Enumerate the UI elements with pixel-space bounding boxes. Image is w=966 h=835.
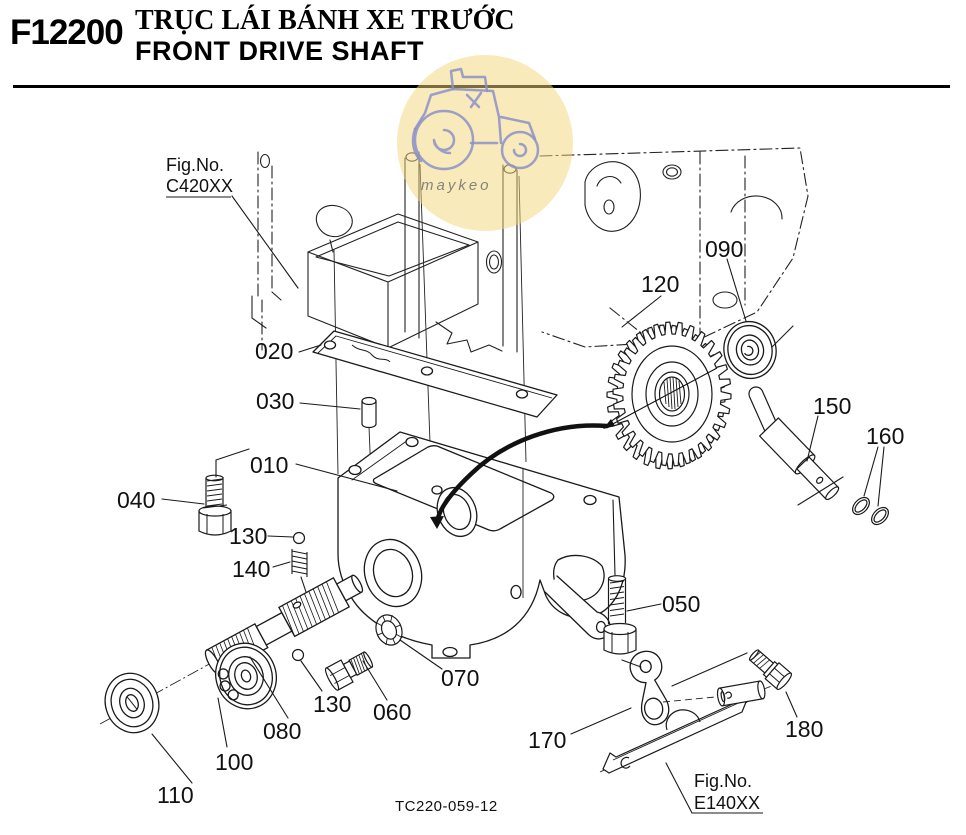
callout-170: 170	[528, 727, 566, 753]
part-bearing-090	[723, 320, 777, 380]
callout-070: 070	[441, 665, 479, 691]
fig-ref-c420xx-line2: C420XX	[166, 176, 233, 196]
page-code: F12200	[10, 13, 124, 52]
watermark-text: maykeo	[421, 177, 492, 194]
part-washer-070	[375, 614, 403, 646]
part-bolt-040	[198, 474, 232, 536]
ref-lever-e140xx	[599, 696, 759, 774]
part-bearing-100	[215, 642, 277, 710]
part-crank-150	[748, 386, 840, 501]
callout-020: 020	[255, 338, 293, 364]
fig-ref-e140xx-line1: Fig.No.	[694, 771, 752, 791]
callout-110: 110	[157, 782, 194, 808]
fig-ref-e140xx-line2: E140XX	[694, 793, 760, 813]
part-bracket-170	[629, 650, 670, 726]
callout-160: 160	[866, 423, 904, 449]
part-pin-030	[361, 396, 377, 429]
part-ball-130a	[292, 531, 306, 545]
assembly-arrow	[430, 423, 610, 529]
callout-140: 140	[232, 556, 270, 582]
gear-axis-arrow	[603, 367, 718, 429]
callout-100: 100	[215, 749, 253, 775]
part-plug-060	[324, 651, 374, 691]
callout-010: 010	[250, 452, 288, 478]
callout-060: 060	[373, 699, 411, 725]
title-vietnamese: TRỤC LÁI BÁNH XE TRƯỚC	[135, 5, 515, 36]
callout-050: 050	[662, 591, 700, 617]
part-orings-160	[852, 496, 889, 526]
title-english: FRONT DRIVE SHAFT	[135, 36, 424, 66]
callout-090: 090	[705, 236, 743, 262]
part-bolt-180	[748, 649, 793, 691]
leader-lines	[151, 195, 885, 814]
watermark: maykeo	[397, 55, 573, 231]
callout-120: 120	[641, 271, 679, 297]
part-pin-shaft	[716, 680, 766, 707]
part-oil-seal-110	[104, 672, 160, 734]
drawing-number: TC220-059-12	[395, 798, 498, 815]
callout-040: 040	[117, 487, 155, 513]
part-ball-130b	[291, 648, 305, 662]
callout-130b: 130	[313, 691, 351, 717]
part-bolt-050	[603, 575, 637, 655]
fig-ref-c420xx-line1: Fig.No.	[166, 155, 224, 175]
callout-150: 150	[813, 393, 851, 419]
callout-030: 030	[256, 388, 294, 414]
part-gear-120	[606, 321, 732, 470]
part-spring-140	[291, 549, 308, 577]
callout-130a: 130	[229, 523, 267, 549]
callout-080: 080	[263, 718, 301, 744]
watermark-tractor-icon	[411, 67, 540, 171]
part-gasket-020	[312, 330, 558, 418]
callout-180: 180	[785, 716, 823, 742]
diagram-labels: Fig.No. C420XX Fig.No. E140XX 010 020 03…	[117, 155, 904, 815]
